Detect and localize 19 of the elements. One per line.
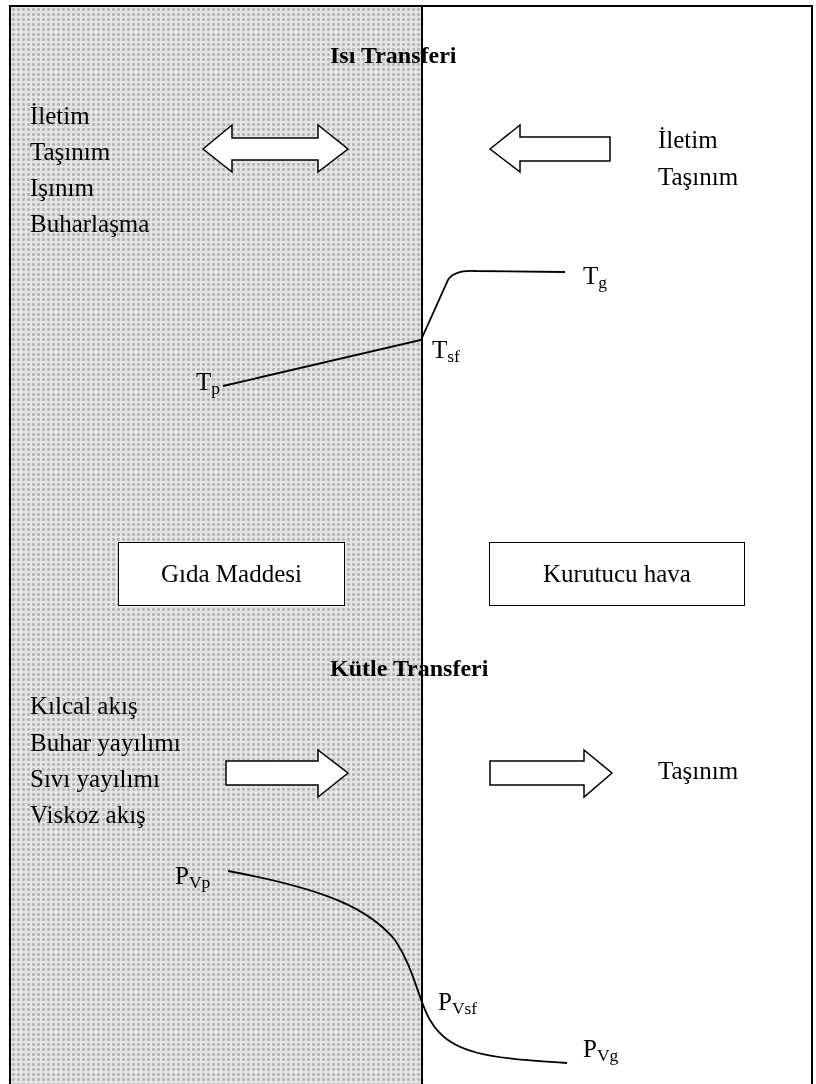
annotation-text: P$_{Vp}$ <box>175 862 211 890</box>
annotation-text: Taşınım <box>658 757 739 785</box>
annotation-text: Sıvı yayılımı <box>30 765 160 793</box>
annotation-text: Buhar yayılımı <box>30 729 181 757</box>
annotation-text: Işınım <box>30 174 94 202</box>
annotation-text: Taşınım <box>30 138 111 166</box>
annotation-text: Viskoz akış <box>30 801 146 829</box>
annotation-text: İletim <box>30 102 90 130</box>
annotation-text: Buharlaşma <box>30 210 150 238</box>
annotation-text: T$_{g}$ <box>583 262 608 290</box>
label-box: Kurutucu hava <box>489 542 745 606</box>
annotation-text: T$_{p}$ <box>196 368 221 396</box>
annotation-text: Kılcal akış <box>30 692 138 720</box>
annotation-text: P$_{Vsf}$ <box>438 988 478 1016</box>
annotation-text: T$_{sf}$ <box>432 336 460 364</box>
annotation-text: P$_{Vg}$ <box>583 1035 619 1063</box>
label-box: Gıda Maddesi <box>118 542 345 606</box>
annotation-text: İletim <box>658 126 718 154</box>
annotation-text: Taşınım <box>658 163 739 191</box>
